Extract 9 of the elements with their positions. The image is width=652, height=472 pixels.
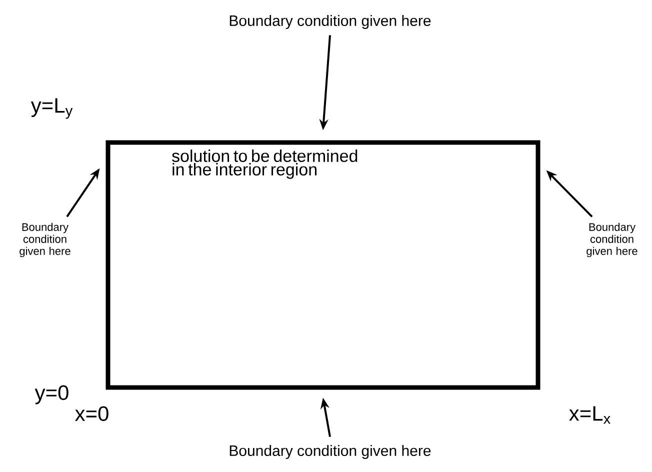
- boundary-text: Boundary condition given here: [586, 222, 638, 258]
- coordinate-label: y=0: [34, 385, 68, 404]
- boundary-text: Boundary condition given here: [230, 15, 431, 29]
- coordinate-label: y=L$_{y}$: [30, 98, 73, 119]
- boundary-text: Boundary condition given here: [20, 222, 70, 258]
- boundary-text: Boundary condition given here: [230, 445, 431, 459]
- coordinate-label: x=0: [75, 406, 108, 422]
- coordinate-label: x=L$_{x}$: [569, 406, 610, 424]
- region-box: solution to be determined in the interior region: [106, 140, 540, 390]
